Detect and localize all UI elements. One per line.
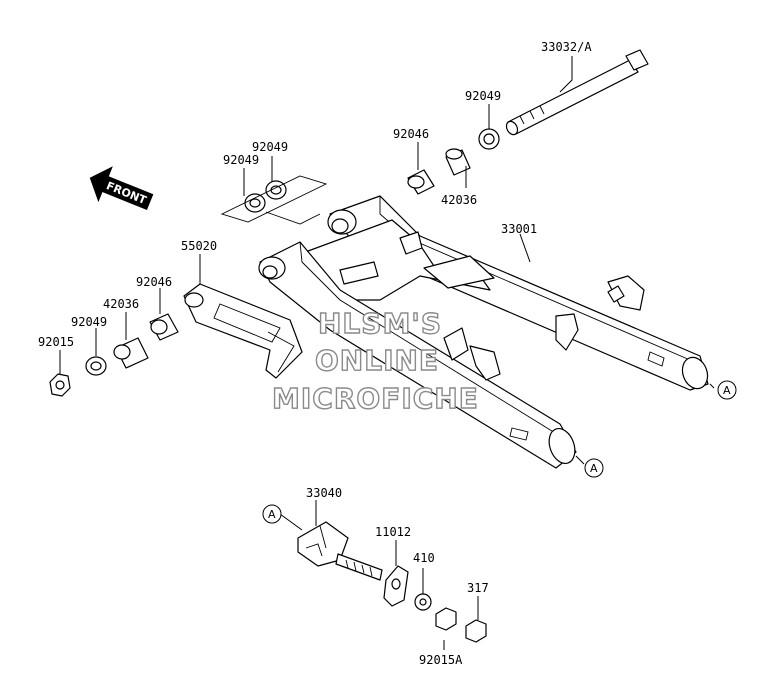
leader-lines bbox=[59, 56, 715, 650]
bearing-92046-left bbox=[149, 313, 179, 341]
ref-marker-a-adjuster: A bbox=[262, 504, 282, 524]
label-92049-left: 92049 bbox=[71, 315, 107, 329]
watermark-line-1: HLSM'S bbox=[318, 307, 442, 340]
pivot-axle bbox=[505, 49, 649, 136]
label-11012: 11012 bbox=[375, 525, 411, 539]
chain-adjuster-33040 bbox=[297, 521, 383, 581]
washer-92049-mid-b bbox=[265, 180, 287, 200]
chain-guard-55020 bbox=[183, 283, 303, 379]
label-92046-top: 92046 bbox=[393, 127, 429, 141]
nut-92015a bbox=[435, 607, 457, 631]
label-33040: 33040 bbox=[306, 486, 342, 500]
shim-plate bbox=[220, 175, 328, 223]
washer-92049-top bbox=[478, 128, 500, 150]
ref-marker-a-left: A bbox=[584, 458, 604, 478]
watermark: HLSM'S ONLINE MICROFICHE bbox=[271, 306, 479, 415]
label-92015a: 92015A bbox=[419, 653, 463, 667]
ref-marker-a-right: A bbox=[717, 380, 737, 400]
plate-11012 bbox=[383, 565, 409, 607]
label-92049-mid-a: 92049 bbox=[223, 153, 259, 167]
front-arrow-label: FRONT bbox=[104, 179, 148, 207]
washer-92049-left bbox=[85, 356, 107, 376]
label-317: 317 bbox=[467, 581, 489, 595]
label-92046-left: 92046 bbox=[136, 275, 172, 289]
watermark-line-2: ONLINE bbox=[315, 344, 439, 377]
collar-42036-top bbox=[445, 148, 471, 176]
label-92049-mid-b: 92049 bbox=[252, 140, 288, 154]
svg-text:A: A bbox=[590, 462, 598, 475]
label-410: 410 bbox=[413, 551, 435, 565]
label-92015: 92015 bbox=[38, 335, 74, 349]
svg-text:A: A bbox=[268, 508, 276, 521]
swingarm-33001 bbox=[258, 195, 709, 469]
nut-92015 bbox=[49, 373, 71, 397]
label-55020: 55020 bbox=[181, 239, 217, 253]
washer-92049-mid-a bbox=[244, 193, 266, 213]
washer-410 bbox=[414, 593, 432, 611]
label-42036-top: 42036 bbox=[441, 193, 477, 207]
label-33001: 33001 bbox=[501, 222, 537, 236]
label-33032a: 33032/A bbox=[541, 40, 592, 54]
svg-text:A: A bbox=[723, 384, 731, 397]
label-42036-left: 42036 bbox=[103, 297, 139, 311]
front-arrow-icon: FRONT bbox=[89, 166, 154, 211]
bearing-92046-top bbox=[407, 169, 435, 195]
nut-317 bbox=[465, 619, 487, 643]
label-92049-top: 92049 bbox=[465, 89, 501, 103]
watermark-line-3: MICROFICHE bbox=[272, 382, 479, 415]
collar-42036-left bbox=[113, 337, 149, 369]
